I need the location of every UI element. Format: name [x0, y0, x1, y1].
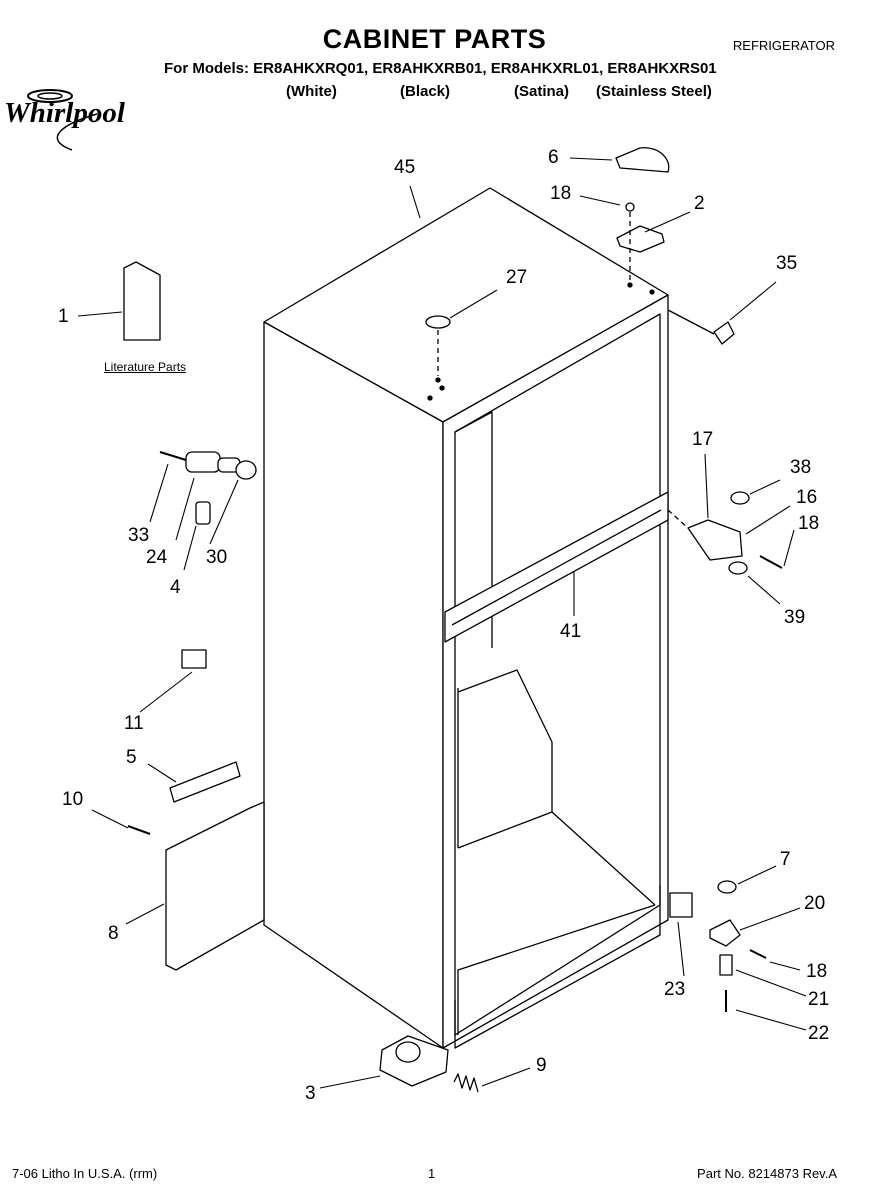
footer-part-number: Part No. 8214873 Rev.A	[697, 1166, 837, 1181]
callout-5: 5	[126, 747, 137, 768]
callout-11: 11	[124, 713, 144, 734]
callout-9: 9	[536, 1055, 547, 1076]
callout-21: 21	[808, 989, 830, 1010]
callout-41: 41	[560, 621, 582, 642]
callout-23: 23	[664, 979, 686, 1000]
callout-30: 30	[206, 547, 228, 568]
callout-1: 1	[58, 306, 69, 327]
variant-satina: (Satina)	[514, 83, 570, 100]
product-category: REFRIGERATOR	[732, 38, 835, 53]
callout-8: 8	[108, 923, 119, 944]
callout-3: 3	[305, 1083, 316, 1104]
callout-4: 4	[170, 577, 181, 598]
brand-name: Whirlpool	[4, 97, 126, 129]
callout-10: 10	[62, 789, 84, 810]
whirlpool-logo-icon: Whirlpool	[2, 84, 182, 154]
callout-2: 2	[694, 193, 705, 214]
callout-35: 35	[776, 253, 798, 274]
callout-17: 17	[692, 429, 714, 450]
callout-18-bottom: 18	[806, 961, 828, 982]
variant-black: (Black)	[400, 83, 451, 100]
callout-27: 27	[506, 267, 528, 288]
callout-22: 22	[808, 1023, 830, 1044]
callout-38: 38	[790, 457, 812, 478]
models-line: For Models: ER8AHKXRQ01, ER8AHKXRB01, ER…	[164, 60, 717, 77]
callout-16: 16	[796, 487, 818, 508]
variant-stainless: (Stainless Steel)	[596, 83, 712, 100]
callout-45: 45	[394, 157, 416, 178]
page-title: CABINET PARTS	[322, 24, 547, 54]
literature-parts-label: Literature Parts	[104, 360, 187, 374]
callout-6: 6	[548, 147, 559, 168]
callout-7: 7	[780, 849, 791, 870]
callout-39: 39	[784, 607, 806, 628]
cabinet	[264, 188, 668, 1048]
footer-print-info: 7-06 Litho In U.S.A. (rrm)	[12, 1166, 158, 1181]
variant-white: (White)	[286, 83, 337, 100]
callout-20: 20	[804, 893, 826, 914]
callout-33: 33	[128, 525, 150, 546]
callout-18-top: 18	[550, 183, 572, 204]
callout-24: 24	[146, 547, 168, 568]
callout-18-middle: 18	[798, 513, 820, 534]
footer-page-number: 1	[428, 1166, 436, 1181]
